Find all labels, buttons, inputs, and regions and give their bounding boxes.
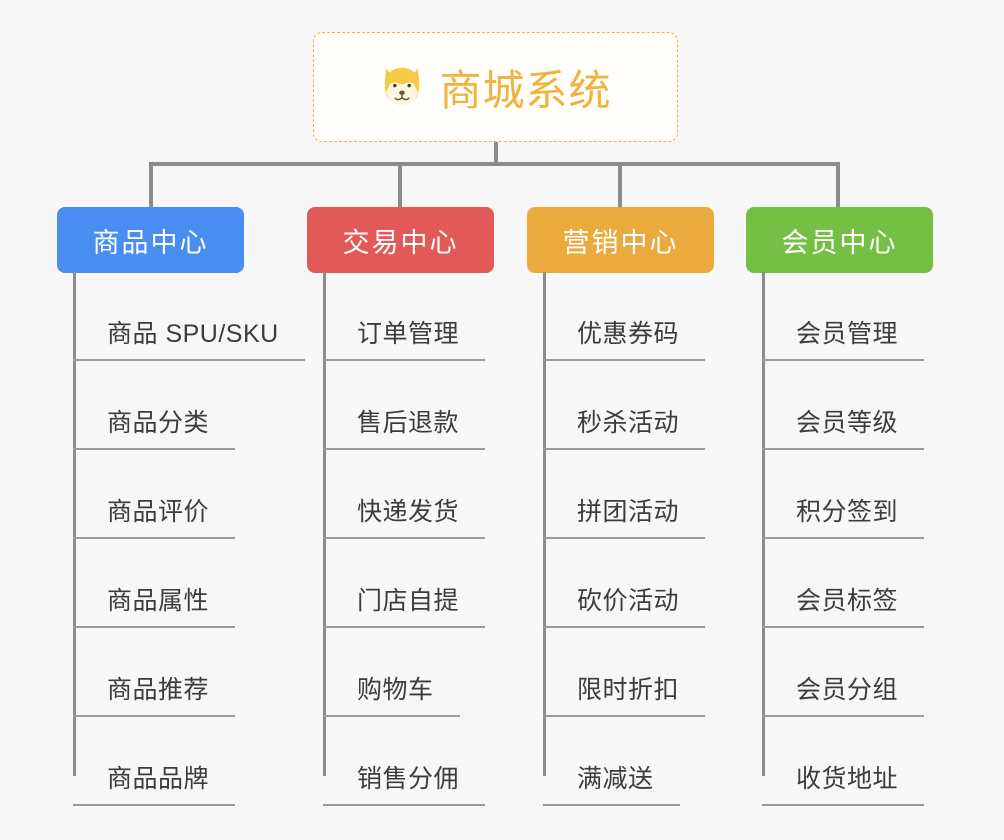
column-product-center: 商品中心 xyxy=(57,207,244,273)
connector-drop-3 xyxy=(618,162,622,208)
leaf-label: 购物车 xyxy=(357,676,434,704)
leaf-item[interactable]: 会员管理 xyxy=(762,272,925,361)
leaf-item[interactable]: 收货地址 xyxy=(762,717,925,806)
leaf-label: 秒杀活动 xyxy=(577,409,680,437)
leaf-item[interactable]: 秒杀活动 xyxy=(543,361,706,450)
leaf-label: 商品评价 xyxy=(107,498,210,526)
leaf-list-product-center: 商品 SPU/SKU 商品分类 商品评价 商品属性 商品推荐 商品品牌 xyxy=(73,272,305,806)
leaf-item[interactable]: 满减送 xyxy=(543,717,705,806)
leaf-label: 满减送 xyxy=(577,765,654,793)
leaf-label: 门店自提 xyxy=(357,587,460,615)
leaf-label: 会员管理 xyxy=(796,320,899,348)
category-label: 商品中心 xyxy=(92,227,209,258)
leaf-label: 会员等级 xyxy=(796,409,899,437)
spine-trade-center xyxy=(323,272,326,776)
leaf-item[interactable]: 限时折扣 xyxy=(543,628,706,717)
leaf-item[interactable]: 积分签到 xyxy=(762,450,925,539)
column-marketing-center: 营销中心 xyxy=(527,207,714,273)
leaf-item[interactable]: 拼团活动 xyxy=(543,450,706,539)
leaf-label: 砍价活动 xyxy=(577,587,680,615)
leaf-item[interactable]: 订单管理 xyxy=(323,272,486,361)
leaf-item[interactable]: 门店自提 xyxy=(323,539,486,628)
connector-horizontal-bus xyxy=(149,162,840,166)
leaf-item[interactable]: 购物车 xyxy=(323,628,485,717)
root-node[interactable]: 商城系统 xyxy=(313,32,678,142)
leaf-item[interactable]: 商品品牌 xyxy=(73,717,305,806)
connector-drop-4 xyxy=(836,162,840,208)
category-label: 交易中心 xyxy=(342,227,459,258)
leaf-label: 商品推荐 xyxy=(107,676,210,704)
connector-drop-1 xyxy=(149,162,153,208)
spine-marketing-center xyxy=(543,272,546,776)
leaf-item[interactable]: 商品分类 xyxy=(73,361,305,450)
leaf-item[interactable]: 售后退款 xyxy=(323,361,486,450)
leaf-item[interactable]: 优惠券码 xyxy=(543,272,706,361)
leaf-label: 积分签到 xyxy=(796,498,899,526)
leaf-item[interactable]: 商品属性 xyxy=(73,539,305,628)
leaf-label: 订单管理 xyxy=(357,320,460,348)
leaf-item[interactable]: 商品评价 xyxy=(73,450,305,539)
leaf-label: 商品 SPU/SKU xyxy=(107,320,279,348)
leaf-item[interactable]: 会员分组 xyxy=(762,628,925,717)
leaf-label: 商品品牌 xyxy=(107,765,210,793)
leaf-list-marketing-center: 优惠券码 秒杀活动 拼团活动 砍价活动 限时折扣 满减送 xyxy=(543,272,706,806)
leaf-label: 售后退款 xyxy=(357,409,460,437)
connector-root-stem xyxy=(494,142,498,166)
leaf-label: 会员标签 xyxy=(796,587,899,615)
leaf-label: 会员分组 xyxy=(796,676,899,704)
leaf-label: 优惠券码 xyxy=(577,320,680,348)
leaf-label: 收货地址 xyxy=(796,765,899,793)
leaf-label: 拼团活动 xyxy=(577,498,680,526)
leaf-label: 商品分类 xyxy=(107,409,210,437)
category-header-product-center[interactable]: 商品中心 xyxy=(57,207,244,273)
leaf-item[interactable]: 商品推荐 xyxy=(73,628,305,717)
category-header-member-center[interactable]: 会员中心 xyxy=(746,207,933,273)
leaf-label: 限时折扣 xyxy=(577,676,680,704)
leaf-item[interactable]: 商品 SPU/SKU xyxy=(73,272,305,361)
root-node-label: 商城系统 xyxy=(439,66,612,114)
leaf-item[interactable]: 快递发货 xyxy=(323,450,486,539)
category-header-marketing-center[interactable]: 营销中心 xyxy=(527,207,714,273)
shiba-dog-face-icon xyxy=(379,64,425,110)
column-member-center: 会员中心 xyxy=(746,207,933,273)
spine-product-center xyxy=(73,272,76,776)
category-label: 营销中心 xyxy=(562,227,679,258)
leaf-item[interactable]: 销售分佣 xyxy=(323,717,486,806)
leaf-item[interactable]: 会员等级 xyxy=(762,361,925,450)
category-header-trade-center[interactable]: 交易中心 xyxy=(307,207,494,273)
category-label: 会员中心 xyxy=(781,227,898,258)
connector-drop-2 xyxy=(398,162,402,208)
leaf-label: 快递发货 xyxy=(357,498,460,526)
leaf-item[interactable]: 会员标签 xyxy=(762,539,925,628)
leaf-label: 商品属性 xyxy=(107,587,210,615)
leaf-item[interactable]: 砍价活动 xyxy=(543,539,706,628)
leaf-label: 销售分佣 xyxy=(357,765,460,793)
column-trade-center: 交易中心 xyxy=(307,207,494,273)
spine-member-center xyxy=(762,272,765,776)
leaf-list-member-center: 会员管理 会员等级 积分签到 会员标签 会员分组 收货地址 xyxy=(762,272,925,806)
leaf-list-trade-center: 订单管理 售后退款 快递发货 门店自提 购物车 销售分佣 xyxy=(323,272,486,806)
